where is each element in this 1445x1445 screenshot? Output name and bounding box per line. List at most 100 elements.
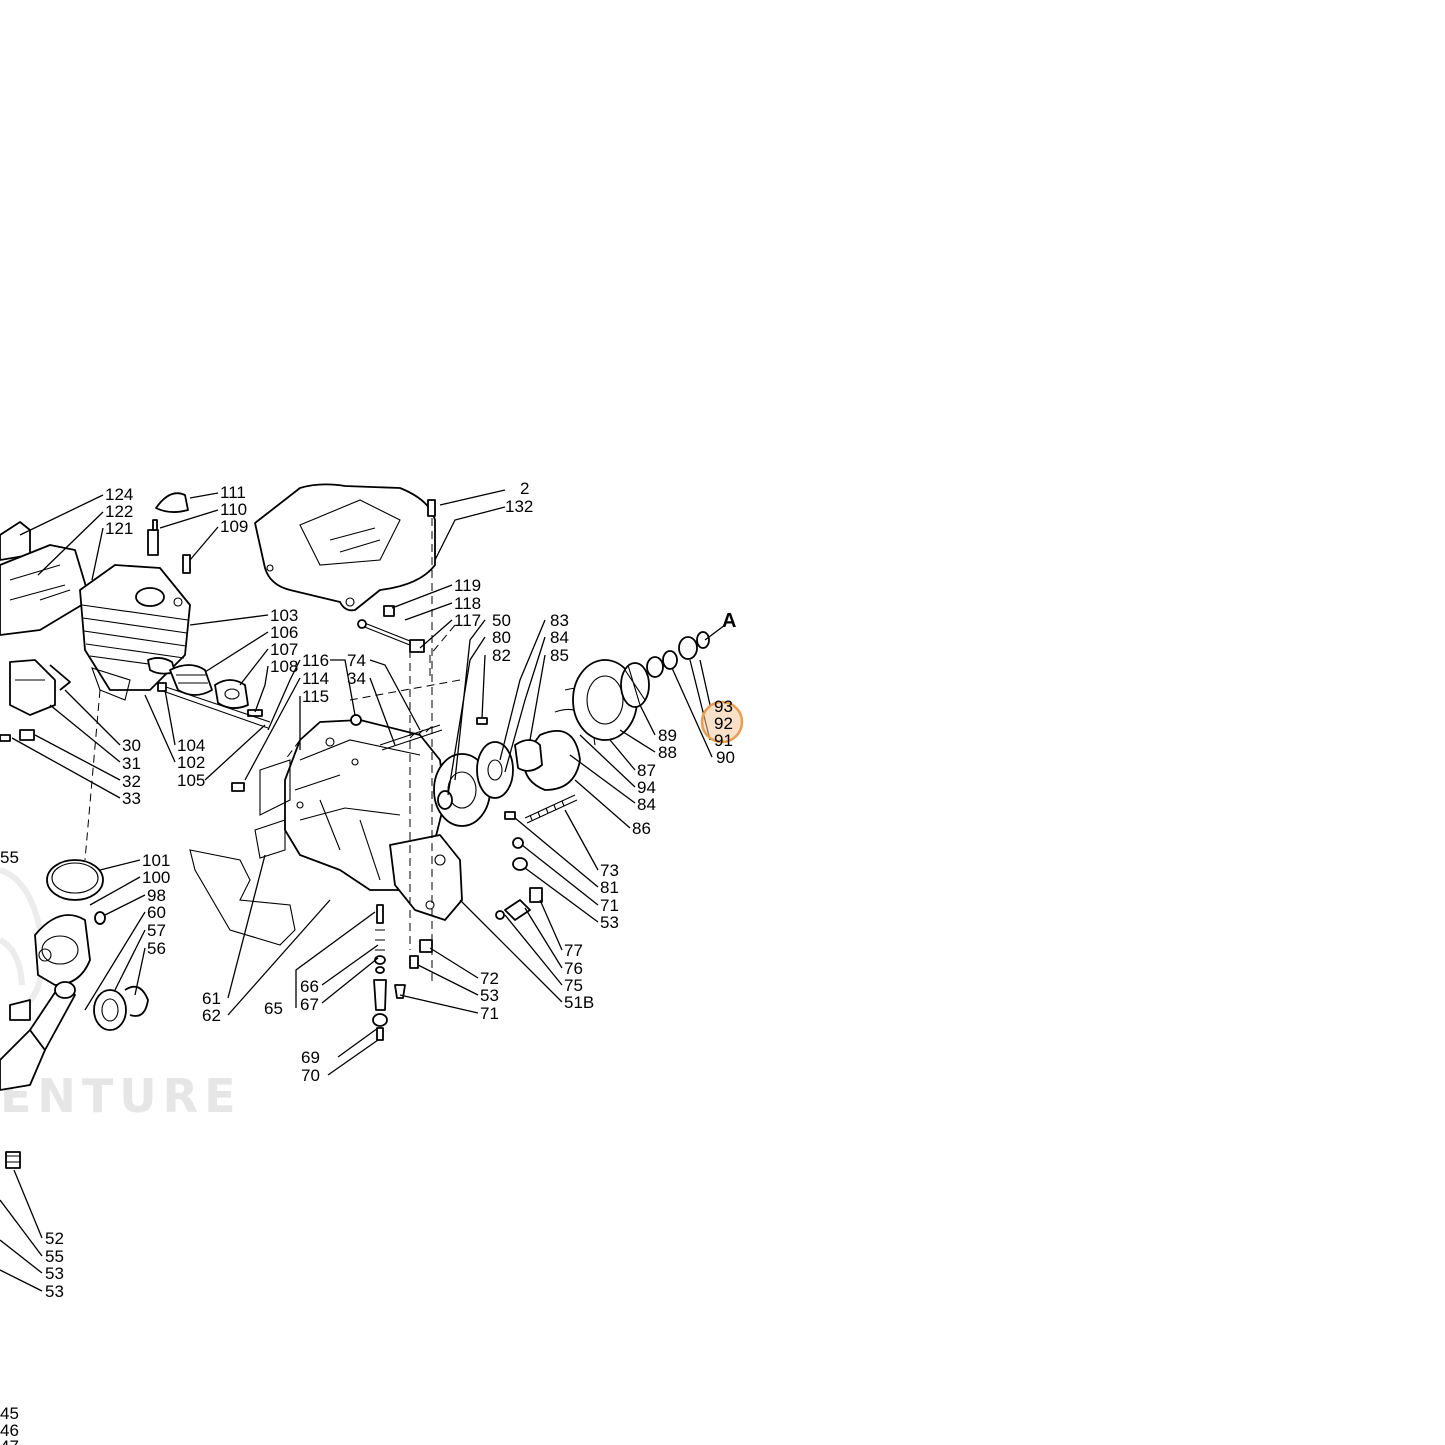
muffler-part <box>0 521 91 636</box>
callout-105[interactable]: 105 <box>177 771 205 790</box>
callout-70[interactable]: 70 <box>301 1066 320 1085</box>
callout-94[interactable]: 94 <box>637 778 656 797</box>
clutch-hub-part <box>514 739 543 772</box>
nut-116-part <box>350 714 362 726</box>
callout-45[interactable]: 45 <box>0 1404 19 1423</box>
callout-76[interactable]: 76 <box>564 959 583 978</box>
callout-108[interactable]: 108 <box>270 657 298 676</box>
callout-104[interactable]: 104 <box>177 736 205 755</box>
piston-ring-part <box>46 859 104 901</box>
callout-89[interactable]: 89 <box>658 726 677 745</box>
callout-34[interactable]: 34 <box>347 669 366 688</box>
callout-88[interactable]: 88 <box>658 743 677 762</box>
callout-114[interactable]: 114 <box>302 669 329 688</box>
callout-73[interactable]: 73 <box>600 861 619 880</box>
circlip-56-part <box>124 985 149 1017</box>
callout-103[interactable]: 103 <box>270 606 298 625</box>
callout-106[interactable]: 106 <box>270 623 298 642</box>
callout-118[interactable]: 118 <box>454 594 481 613</box>
callout-52[interactable]: 52 <box>45 1229 64 1248</box>
callout-90[interactable]: 90 <box>716 748 735 767</box>
callout-93[interactable]: 93 <box>714 697 733 716</box>
callout-81[interactable]: 81 <box>600 878 619 897</box>
piston-part <box>34 914 91 986</box>
callout-55-bottom[interactable]: 55 <box>45 1247 64 1266</box>
callout-32[interactable]: 32 <box>122 772 141 791</box>
callout-50[interactable]: 50 <box>492 611 511 630</box>
callout-62[interactable]: 62 <box>202 1006 221 1025</box>
impulse-hose-part <box>157 682 271 729</box>
callout-77[interactable]: 77 <box>564 941 583 960</box>
callout-31[interactable]: 31 <box>122 754 141 773</box>
callout-84-top[interactable]: 84 <box>550 628 569 647</box>
plug-52-part <box>5 1151 21 1169</box>
spike-bushing-part <box>495 887 543 921</box>
bushing-53-part <box>512 837 528 871</box>
callout-57[interactable]: 57 <box>147 921 166 940</box>
callout-119[interactable]: 119 <box>454 576 481 595</box>
callout-83[interactable]: 83 <box>550 611 569 630</box>
callout-46[interactable]: 46 <box>0 1421 19 1440</box>
callout-47[interactable]: 47 <box>0 1437 19 1445</box>
callout-66[interactable]: 66 <box>300 977 319 996</box>
callout-121[interactable]: 121 <box>105 519 133 538</box>
callout-98[interactable]: 98 <box>147 886 166 905</box>
callout-117[interactable]: 117 <box>454 611 481 630</box>
callout-60[interactable]: 60 <box>147 903 166 922</box>
callout-labels: 124 122 121 111 110 109 2 132 119 118 11… <box>0 479 736 1445</box>
callout-132[interactable]: 132 <box>505 497 533 516</box>
callout-91[interactable]: 91 <box>714 731 733 750</box>
lower-crankcase-part <box>389 834 463 921</box>
callout-86[interactable]: 86 <box>632 819 651 838</box>
crankcase-gasket-part <box>189 849 296 946</box>
callout-111[interactable]: 111 <box>220 483 246 502</box>
spark-plug-cap-part <box>155 492 189 513</box>
callout-110[interactable]: 110 <box>220 500 247 519</box>
callout-109[interactable]: 109 <box>220 517 248 536</box>
callout-101[interactable]: 101 <box>142 851 170 870</box>
callout-85[interactable]: 85 <box>550 646 569 665</box>
screw-114-part <box>231 782 245 792</box>
callout-55-left[interactable]: 55 <box>0 848 19 867</box>
callout-67[interactable]: 67 <box>300 995 319 1014</box>
assembly-guide-lines <box>84 518 461 985</box>
callout-84-bottom[interactable]: 84 <box>637 795 656 814</box>
piston-pin-clip-part <box>94 911 106 925</box>
cover-screw-part <box>427 499 436 517</box>
callout-53-lowest[interactable]: 53 <box>45 1282 64 1301</box>
callout-74[interactable]: 74 <box>347 651 366 670</box>
callout-53-top[interactable]: 53 <box>600 913 619 932</box>
callout-87[interactable]: 87 <box>637 761 656 780</box>
watermark-text: ENTURE <box>0 1069 242 1123</box>
callout-122[interactable]: 122 <box>105 502 133 521</box>
callout-71-top[interactable]: 71 <box>600 896 619 915</box>
callout-61[interactable]: 61 <box>202 989 221 1008</box>
callout-107[interactable]: 107 <box>270 640 298 659</box>
callout-72[interactable]: 72 <box>480 969 499 988</box>
callout-56[interactable]: 56 <box>147 939 166 958</box>
callout-124[interactable]: 124 <box>105 485 133 504</box>
callout-80[interactable]: 80 <box>492 628 511 647</box>
callout-82[interactable]: 82 <box>492 646 511 665</box>
callout-115[interactable]: 115 <box>302 687 329 706</box>
callout-65[interactable]: 65 <box>264 999 283 1018</box>
callout-100[interactable]: 100 <box>142 868 170 887</box>
callout-71-bottom[interactable]: 71 <box>480 1004 499 1023</box>
needle-bearing-part <box>646 656 664 678</box>
flange-screw-part <box>247 709 263 717</box>
callout-2[interactable]: 2 <box>520 479 529 498</box>
cylinder-gasket-part <box>91 667 131 701</box>
oil-pump-plunger-part <box>372 904 388 1041</box>
callout-33[interactable]: 33 <box>122 789 141 808</box>
section-marker-a[interactable]: A <box>722 610 736 632</box>
callout-92[interactable]: 92 <box>714 714 733 733</box>
callout-53-mid[interactable]: 53 <box>480 986 499 1005</box>
callout-53-low[interactable]: 53 <box>45 1264 64 1283</box>
callout-51b[interactable]: 51B <box>564 993 594 1012</box>
callout-75[interactable]: 75 <box>564 976 583 995</box>
callout-102[interactable]: 102 <box>177 753 205 772</box>
flywheel-disc-part <box>433 753 491 827</box>
callout-116[interactable]: 116 <box>302 651 329 670</box>
callout-30[interactable]: 30 <box>122 736 141 755</box>
callout-69[interactable]: 69 <box>301 1048 320 1067</box>
